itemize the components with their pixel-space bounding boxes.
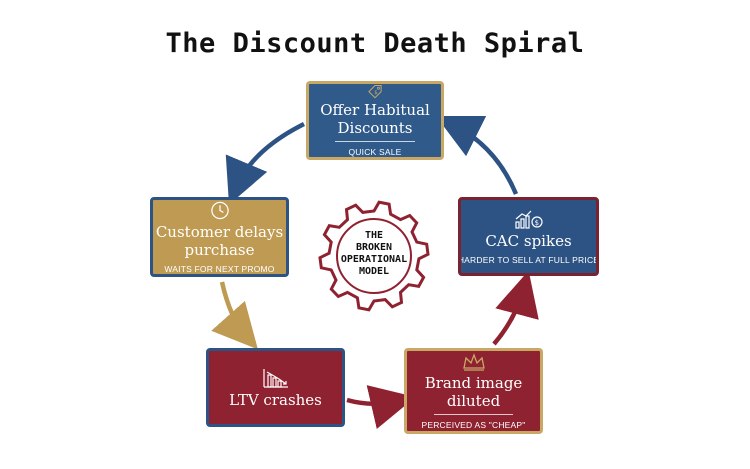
node-label: Customer delays purchase <box>155 223 284 259</box>
center-line: MODEL <box>358 266 390 277</box>
node-offer-habitual-discounts: $ Offer Habitual Discounts QUICK SALE <box>306 81 444 160</box>
arrow-brand-to-cac <box>492 270 539 346</box>
node-label: Offer Habitual Discounts <box>320 101 430 138</box>
node-caption: HARDER TO SELL AT FULL PRICE <box>458 255 599 265</box>
node-cac-spikes: $ CAC spikes HARDER TO SELL AT FULL PRIC… <box>458 197 599 276</box>
node-ltv-crashes: LTV crashes <box>206 348 345 427</box>
center-line: OPERATIONAL <box>340 254 408 265</box>
node-label: Brand image diluted <box>424 374 523 410</box>
node-label: LTV crashes <box>229 390 322 409</box>
node-label: CAC spikes <box>485 232 572 250</box>
diagram-title: The Discount Death Spiral <box>165 28 585 59</box>
node-caption: PERCEIVED AS "CHEAP" <box>421 420 526 430</box>
divider <box>335 141 415 142</box>
center-label: THE BROKEN OPERATIONAL MODEL <box>326 230 422 278</box>
arrow-ltv-to-brand <box>346 385 416 429</box>
falling-chart-icon <box>262 368 288 388</box>
arrow-offer-to-delay <box>225 121 306 205</box>
node-caption: QUICK SALE <box>348 147 402 157</box>
crown-icon <box>462 353 485 371</box>
arrow-delay-to-ltv <box>211 281 258 350</box>
price-tag-icon: $ <box>368 85 382 99</box>
arrow-cac-to-offer <box>435 115 519 195</box>
svg-text:$: $ <box>534 219 538 227</box>
rising-chart-money-icon: $ <box>514 210 543 229</box>
node-brand-image-diluted: Brand image diluted PERCEIVED AS "CHEAP" <box>404 348 543 434</box>
gear-icon <box>318 200 430 312</box>
node-customer-delays-purchase: Customer delays purchase WAITS FOR NEXT … <box>150 197 289 277</box>
center-line: THE <box>364 230 384 241</box>
divider <box>433 414 514 415</box>
node-caption: WAITS FOR NEXT PROMO <box>164 264 275 274</box>
center-line: BROKEN <box>355 242 393 253</box>
svg-text:$: $ <box>374 90 377 96</box>
clock-icon <box>210 201 229 220</box>
